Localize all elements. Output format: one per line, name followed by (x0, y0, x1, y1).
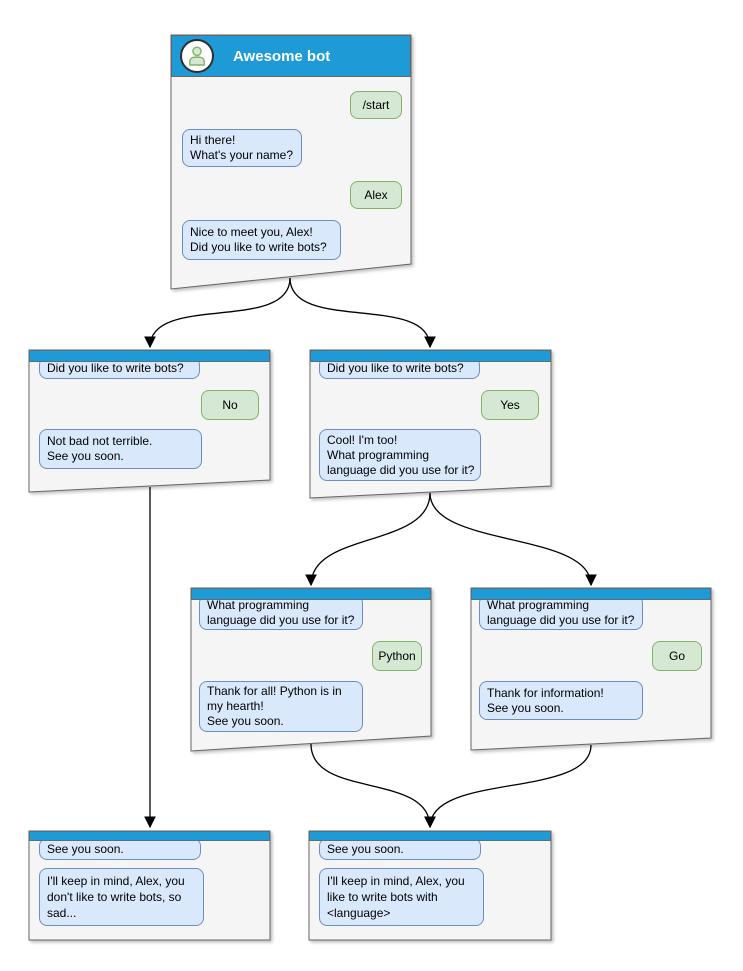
yes-branch-titlebar (310, 350, 551, 362)
user-message-name: Alex (350, 181, 402, 209)
user-message-start: /start (350, 91, 402, 119)
connector-go-to-yes-end (424, 744, 592, 829)
no-branch-answer: No (201, 390, 259, 420)
connector-yes-branch-to-python (305, 492, 431, 587)
bot-message-meet: Nice to meet you, Alex! Did you like to … (182, 220, 341, 260)
person-icon (185, 44, 209, 68)
yes-end-titlebar (309, 831, 551, 841)
bot-avatar (180, 39, 214, 73)
go-branch-answer: Go (652, 641, 702, 671)
no-end-question: See you soon. (39, 838, 201, 860)
python-branch-answer: Python (372, 641, 422, 671)
go-branch-question: What programming language did you use fo… (479, 595, 643, 630)
yes-branch-answer: Yes (481, 390, 539, 420)
yes-branch-reply: Cool! I'm too! What programming language… (319, 429, 481, 481)
yes-end-reply: I'll keep in mind, Alex, you like to wri… (319, 868, 484, 926)
bot-message-greeting: Hi there! What's your name? (182, 129, 302, 167)
python-branch-question: What programming language did you use fo… (199, 595, 363, 630)
python-branch-reply: Thank for all! Python is in my hearth! S… (199, 681, 363, 732)
go-branch-reply: Thank for information! See you soon. (479, 681, 643, 720)
no-end-titlebar (29, 831, 270, 841)
yes-end-question: See you soon. (319, 838, 481, 860)
python-branch-titlebar (191, 588, 431, 600)
connector-main-to-yes-branch (289, 277, 436, 349)
go-branch-titlebar (471, 588, 711, 600)
connector-main-to-no-branch (144, 277, 291, 349)
connector-yes-branch-to-go (429, 492, 597, 587)
no-branch-titlebar (29, 350, 270, 362)
no-end-reply: I'll keep in mind, Alex, you don't like … (39, 868, 204, 926)
main-window-title: Awesome bot (233, 48, 331, 65)
connector-python-to-yes-end (310, 743, 436, 829)
no-branch-question: Did you like to write bots? (39, 357, 200, 379)
no-branch-reply: Not bad not terrible. See you soon. (39, 429, 202, 469)
yes-branch-question: Did you like to write bots? (319, 357, 480, 379)
